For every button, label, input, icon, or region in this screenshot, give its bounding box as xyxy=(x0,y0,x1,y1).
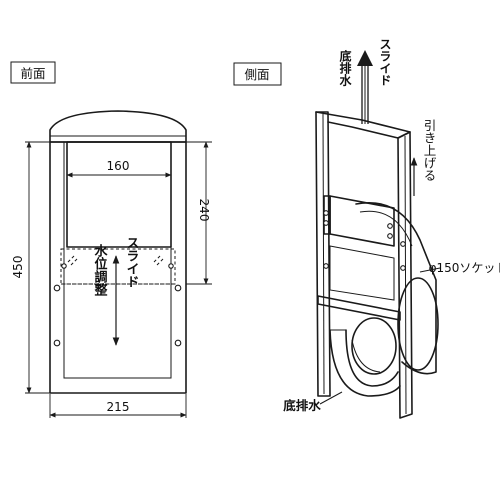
dim-215: 215 xyxy=(49,394,187,418)
dim-240: 240 xyxy=(186,141,212,285)
front-slide-label: スライド xyxy=(124,236,140,288)
front-hole-left-upper xyxy=(53,284,61,292)
socket-leader xyxy=(419,267,441,273)
front-slide-plate xyxy=(60,248,176,285)
side-pipe-socket xyxy=(355,202,439,375)
side-pipe-opening xyxy=(351,317,397,375)
side-lower-band xyxy=(317,295,401,321)
side-hole-2 xyxy=(400,241,406,247)
dim-450-text: 450 xyxy=(11,256,25,279)
side-slide-rod xyxy=(357,50,373,124)
front-view: スライド 水位調整 160 215 450 240 xyxy=(11,110,212,418)
front-upper-opening xyxy=(66,141,172,248)
side-gate-plate xyxy=(323,195,395,247)
dim-160: 160 xyxy=(66,159,172,178)
bottom-drain-leader xyxy=(319,391,343,405)
side-top-drain-label: 底排水 xyxy=(338,49,352,87)
side-rear-frame xyxy=(315,111,331,397)
front-inner-frame xyxy=(63,141,172,379)
side-view: 底排水 スライド 引き上げる xyxy=(283,38,500,419)
side-inner-panel xyxy=(329,245,395,301)
front-hole-right-upper xyxy=(174,284,182,292)
dim-450: 450 xyxy=(11,141,50,394)
side-hole-1 xyxy=(323,263,329,269)
side-bottom-drain-elbow xyxy=(329,329,401,397)
side-top-bar xyxy=(315,111,411,139)
side-hole-3 xyxy=(400,265,406,271)
dim-240-text: 240 xyxy=(197,199,211,222)
side-view-title: 側面 xyxy=(233,62,282,86)
pull-up-label: 引き上げる xyxy=(422,119,437,182)
side-view-title-text: 側面 xyxy=(244,67,269,82)
front-view-title: 前面 xyxy=(10,61,56,84)
front-view-title-text: 前面 xyxy=(20,66,45,81)
front-hole-right-lower xyxy=(174,339,182,347)
front-hole-left-lower xyxy=(53,339,61,347)
side-front-frame xyxy=(397,131,413,419)
socket-label: φ150ソケット xyxy=(429,261,500,275)
front-outer-frame xyxy=(49,141,187,394)
dim-160-text: 160 xyxy=(107,159,130,173)
side-slide-label: スライド xyxy=(378,38,392,86)
dim-215-text: 215 xyxy=(107,400,130,414)
front-top-cap xyxy=(49,110,187,143)
bottom-drain-label: 底排水 xyxy=(283,398,321,413)
water-level-adjust-label: 水位調整 xyxy=(92,243,109,297)
